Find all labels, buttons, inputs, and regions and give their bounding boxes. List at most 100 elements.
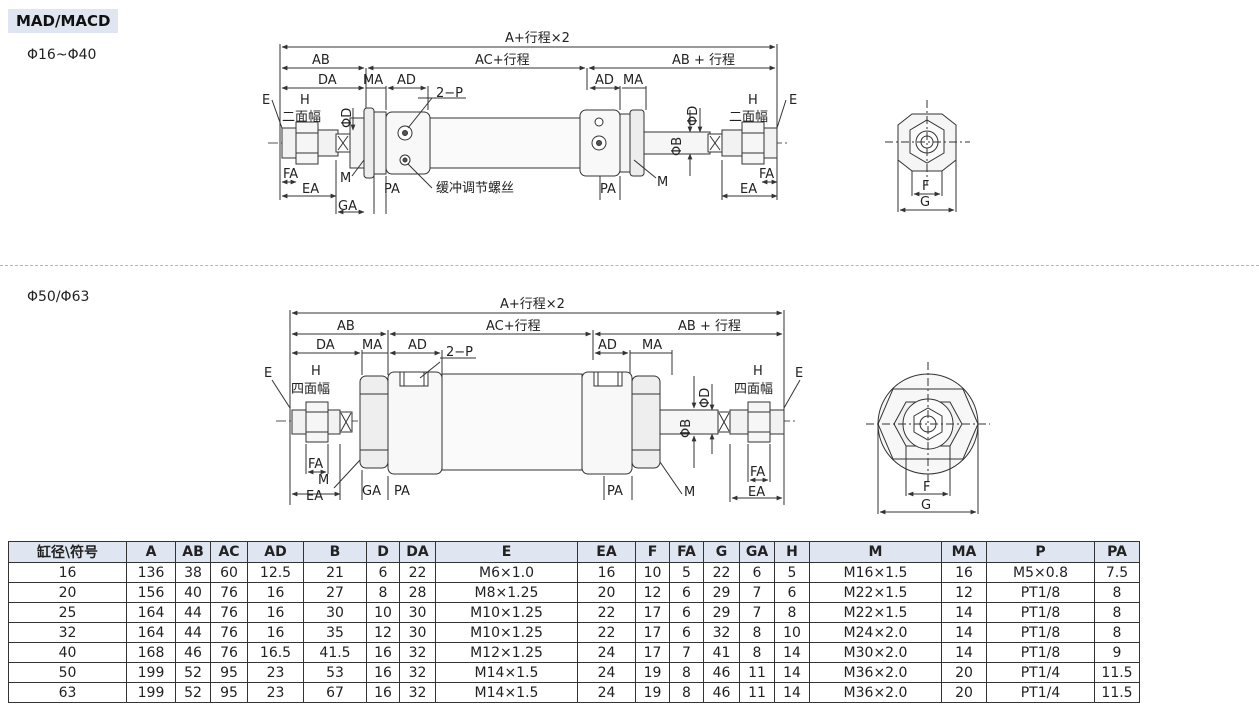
- table-cell: 30: [399, 622, 436, 643]
- table-cell: PT1/4: [986, 682, 1095, 703]
- dim-fa-2: FA: [308, 457, 323, 472]
- table-cell: 9: [1094, 642, 1140, 663]
- table-cell: 22: [703, 562, 740, 583]
- table-cell: 44: [175, 602, 211, 623]
- dim-phi-d-2: ΦD: [698, 388, 713, 408]
- dimension-table: 缸径\符号 A AB AC AD B D DA E EA F FA G GA H…: [8, 541, 1140, 703]
- dim-da-2: DA: [316, 338, 335, 353]
- table-cell: 16.5: [247, 642, 304, 663]
- table-cell: 8: [1094, 602, 1140, 623]
- table-cell: 14: [774, 682, 810, 703]
- table-cell: 8: [1094, 582, 1140, 603]
- table-cell: 76: [210, 602, 248, 623]
- dim-pa: PA: [384, 182, 400, 197]
- table-cell: 29: [703, 602, 740, 623]
- table-cell: 32: [703, 622, 740, 643]
- table-cell: 53: [303, 662, 367, 683]
- table-cell: 8: [1094, 622, 1140, 643]
- table-cell: M6×1.0: [435, 562, 578, 583]
- large-bore-end-view: [866, 362, 990, 515]
- table-cell: 168: [126, 642, 176, 663]
- header-ga: GA: [739, 541, 775, 563]
- dim-h-right-2: H: [753, 364, 763, 379]
- bore-range-small: Φ16~Φ40: [27, 47, 97, 63]
- table-cell: 11.5: [1094, 662, 1140, 683]
- header-ma: MA: [941, 541, 987, 563]
- dim-ad-right-2: AD: [598, 338, 617, 353]
- dim-ea: EA: [302, 182, 319, 197]
- table-header-row: 缸径\符号 A AB AC AD B D DA E EA F FA G GA H…: [8, 541, 1140, 563]
- table-cell: 20: [8, 582, 127, 603]
- header-ea: EA: [577, 541, 636, 563]
- dim-ea-right-2: EA: [748, 485, 765, 500]
- table-cell: 8: [739, 642, 775, 663]
- table-cell: 8: [774, 602, 810, 623]
- table-cell: 30: [399, 602, 436, 623]
- table-cell: 7: [669, 642, 704, 663]
- table-cell: 95: [210, 662, 248, 683]
- table-cell: 19: [635, 682, 670, 703]
- header-ad: AD: [247, 541, 304, 563]
- table-cell: 23: [247, 662, 304, 683]
- table-cell: 6: [774, 582, 810, 603]
- table-cell: 20: [577, 582, 636, 603]
- table-cell: 32: [399, 662, 436, 683]
- table-cell: M14×1.5: [435, 682, 578, 703]
- table-cell: 50: [8, 662, 127, 683]
- table-cell: M24×2.0: [809, 622, 942, 643]
- header-g: G: [703, 541, 740, 563]
- table-cell: 11.5: [1094, 682, 1140, 703]
- table-cell: M22×1.5: [809, 602, 942, 623]
- dim-a-stroke-2: A+行程×2: [500, 297, 565, 312]
- table-cell: 7: [739, 582, 775, 603]
- header-da: DA: [399, 541, 436, 563]
- dim-g: G: [920, 195, 930, 210]
- table-cell: 5: [774, 562, 810, 583]
- header-m: M: [809, 541, 942, 563]
- dim-m-right: M: [657, 175, 668, 190]
- table-cell: 20: [941, 662, 987, 683]
- table-cell: 12.5: [247, 562, 304, 583]
- table-cell: PT1/8: [986, 622, 1095, 643]
- cylinder-dimension-drawings: A+行程×2 AB AC+行程 AB + 行程 DA MA AD AD MA 2…: [262, 31, 990, 515]
- table-cell: 10: [774, 622, 810, 643]
- table-cell: 60: [210, 562, 248, 583]
- table-cell: 16: [247, 622, 304, 643]
- table-cell: 6: [669, 622, 704, 643]
- table-cell: 6: [669, 602, 704, 623]
- table-cell: PT1/8: [986, 582, 1095, 603]
- dim-e: E: [262, 93, 270, 108]
- dim-ga: GA: [338, 199, 357, 214]
- dim-phi-d-right: ΦD: [686, 106, 701, 126]
- table-cell: M36×2.0: [809, 662, 942, 683]
- dim-pa-2: PA: [394, 484, 410, 499]
- large-bore-side-view: [271, 310, 801, 505]
- dim-e-2: E: [264, 366, 272, 381]
- table-cell: 44: [175, 622, 211, 643]
- table-cell: 35: [303, 622, 367, 643]
- header-fa: FA: [669, 541, 704, 563]
- table-cell: 19: [635, 662, 670, 683]
- table-cell: 16: [247, 602, 304, 623]
- table-cell: PT1/8: [986, 642, 1095, 663]
- table-cell: 14: [941, 602, 987, 623]
- table-cell: 11: [739, 662, 775, 683]
- dim-ma-right: MA: [623, 73, 643, 88]
- table-cell: 40: [175, 582, 211, 603]
- table-cell: 12: [941, 582, 987, 603]
- header-pa: PA: [1094, 541, 1140, 563]
- dim-ac-stroke-2: AC+行程: [486, 319, 541, 334]
- table-cell: 32: [399, 682, 436, 703]
- table-cell: 136: [126, 562, 176, 583]
- table-cell: 22: [577, 602, 636, 623]
- table-cell: 63: [8, 682, 127, 703]
- table-cell: 46: [703, 682, 740, 703]
- table-cell: 16: [366, 642, 400, 663]
- table-cell: 7: [739, 602, 775, 623]
- table-cell: 21: [303, 562, 367, 583]
